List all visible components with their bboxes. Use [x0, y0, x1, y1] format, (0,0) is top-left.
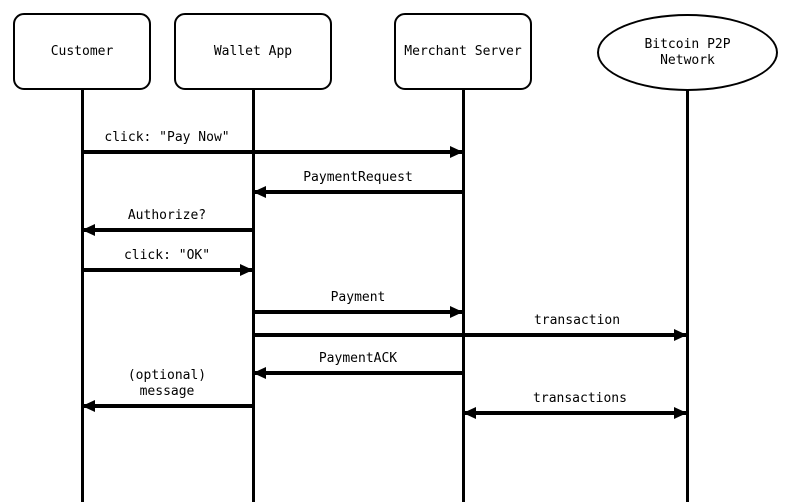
- message-transactions-label: transactions: [533, 391, 627, 406]
- arrowhead-right-icon: [240, 264, 253, 276]
- message-payment-line: [253, 310, 463, 314]
- message-click-ok-label: click: "OK": [123, 248, 211, 263]
- message-authorize-label: Authorize?: [127, 208, 207, 223]
- message-payment-ack-label: PaymentACK: [318, 351, 398, 366]
- message-payment-request-line: [253, 190, 463, 194]
- arrowhead-left-icon: [82, 224, 95, 236]
- message-transaction-label: transaction: [533, 313, 621, 328]
- participant-bitcoin-p2p-network-label: Bitcoin P2P Network: [644, 36, 731, 68]
- lifeline-wallet-app: [251, 90, 255, 502]
- arrowhead-right-icon: [674, 407, 687, 419]
- participant-bitcoin-p2p-network: Bitcoin P2P Network: [597, 14, 778, 91]
- arrowhead-left-icon: [463, 407, 476, 419]
- arrowhead-right-icon: [450, 146, 463, 158]
- arrowhead-left-icon: [253, 367, 266, 379]
- participant-wallet-app: Wallet App: [174, 13, 332, 90]
- participant-merchant-server: Merchant Server: [394, 13, 532, 90]
- message-click-pay-now-line: [82, 150, 463, 154]
- message-click-pay-now-label: click: "Pay Now": [104, 130, 230, 145]
- message-payment-ack-line: [253, 371, 463, 375]
- message-optional-message-label: (optional) message: [127, 368, 207, 399]
- arrowhead-left-icon: [253, 186, 266, 198]
- arrowhead-right-icon: [674, 329, 687, 341]
- message-click-ok-line: [82, 268, 253, 272]
- message-authorize-line: [82, 228, 253, 232]
- message-payment-request-label: PaymentRequest: [303, 170, 413, 185]
- message-optional-message-line: [82, 404, 253, 408]
- lifeline-bitcoin-p2p-network: [685, 89, 689, 502]
- message-transaction-line: [253, 333, 687, 337]
- participant-customer-label: Customer: [50, 43, 114, 59]
- participant-wallet-app-label: Wallet App: [213, 43, 293, 59]
- message-payment-label: Payment: [330, 290, 386, 305]
- lifeline-customer: [80, 90, 84, 502]
- participant-merchant-server-label: Merchant Server: [404, 43, 522, 59]
- arrowhead-right-icon: [450, 306, 463, 318]
- message-transactions-line: [463, 411, 687, 415]
- participant-customer: Customer: [13, 13, 151, 90]
- arrowhead-left-icon: [82, 400, 95, 412]
- lifeline-merchant-server: [461, 90, 465, 502]
